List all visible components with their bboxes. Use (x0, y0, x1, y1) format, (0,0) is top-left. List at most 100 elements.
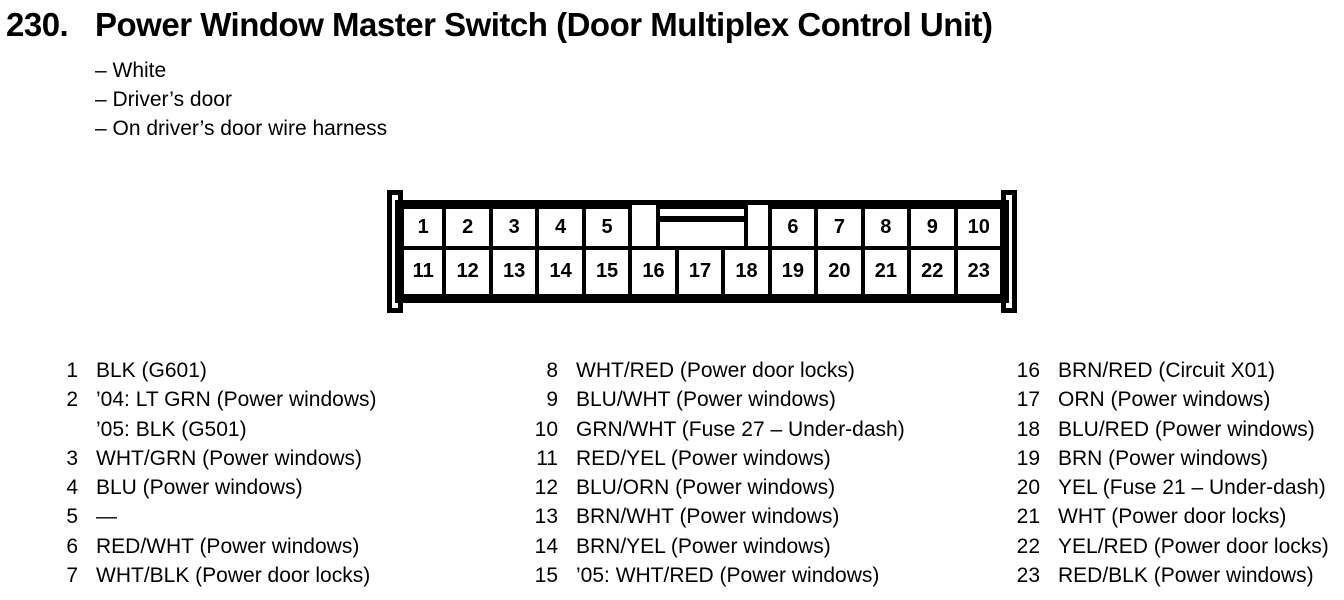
page-title: Power Window Master Switch (Door Multipl… (95, 6, 993, 43)
pin-row-7: 7 WHT/BLK (Power door locks) (48, 561, 376, 590)
pin-number: 3 (66, 446, 78, 470)
pin-row-14: 14 BRN/YEL (Power windows) (528, 532, 905, 561)
pin-wire-desc: WHT (Power door locks) (1058, 505, 1287, 529)
pin-wire-desc: WHT/RED (Power door locks) (576, 359, 855, 382)
pin-row-17: 17 ORN (Power windows) (1010, 385, 1329, 414)
pin-wire-desc: BLU/WHT (Power windows) (576, 388, 836, 412)
pin-cell-6: 6 (767, 205, 819, 250)
note-line: – On driver’s door wire harness (95, 117, 388, 140)
pin-cell-15: 15 (581, 245, 633, 298)
section-heading: 230. Power Window Master Switch (Door Mu… (6, 6, 993, 44)
pin-cell-18: 18 (721, 245, 772, 298)
pin-desc-block: WHT (Power door locks) (1058, 502, 1286, 531)
pin-desc-block: ’05: WHT/RED (Power windows) (576, 561, 879, 590)
pin-number: 20 (1016, 476, 1040, 500)
pin-desc-block: BRN/YEL (Power windows) (576, 532, 831, 561)
pin-row-3: 3 WHT/GRN (Power windows) (48, 444, 376, 473)
pin-desc-block: WHT/GRN (Power windows) (96, 444, 362, 473)
note-line: – Driver’s door (95, 88, 232, 111)
pin-wire-desc: BRN/RED (Circuit X01) (1058, 359, 1276, 382)
pin-wire-desc: GRN/WHT (Fuse 27 – Under-dash) (576, 417, 905, 441)
pin-row-20: 20 YEL (Fuse 21 – Under-dash) (1010, 473, 1329, 502)
pin-row-16: 16 BRN/RED (Circuit X01) (1010, 356, 1329, 385)
pin-cell-14: 14 (535, 245, 586, 298)
pin-wire-desc: — (96, 505, 117, 529)
pin-cell-2: 2 (442, 205, 493, 250)
pin-cell-7: 7 (814, 205, 865, 250)
pin-cell-23: 23 (953, 245, 1004, 298)
pin-row-15: 15’05: WHT/RED (Power windows) (528, 561, 905, 590)
pin-col-3: 16 BRN/RED (Circuit X01) 17 ORN (Power wind… (1010, 356, 1329, 590)
pin-row-6: 6 RED/WHT (Power windows) (48, 532, 376, 561)
pin-wire-desc: BRN (Power windows) (1058, 446, 1269, 470)
pin-number: 14 (534, 534, 558, 558)
pin-number: 1 (66, 359, 78, 382)
pin-wire-desc: WHT/BLK (Power door locks) (96, 564, 371, 588)
pin-cell-19: 19 (767, 245, 819, 298)
pin-wire-desc: YEL (Fuse 21 – Under-dash) (1058, 476, 1326, 500)
pin-row-10: 10 GRN/WHT (Fuse 27 – Under-dash) (528, 415, 905, 444)
pin-number: 10 (534, 417, 558, 441)
note-line: – White (95, 59, 167, 82)
pin-desc-block: ’04: LT GRN (Power windows) ’05: BLK (G50… (96, 385, 376, 444)
pin-desc-block: RED/WHT (Power windows) (96, 532, 359, 561)
pin-number: 7 (66, 564, 78, 588)
pin-cell-13: 13 (488, 245, 540, 298)
pin-number: 4 (66, 476, 78, 500)
pin-cell-4: 4 (535, 205, 586, 250)
pin-desc-block: WHT/RED (Power door locks) (576, 356, 855, 385)
pin-number: 21 (1016, 505, 1040, 529)
pin-number: 17 (1016, 388, 1040, 412)
pin-row-12: 12 BLU/ORN (Power windows) (528, 473, 905, 502)
pin-number: 19 (1016, 446, 1040, 470)
pin-number: 2 (66, 388, 78, 412)
pin-wire-desc: WHT/GRN (Power windows) (96, 446, 363, 470)
pin-cell-1: 1 (400, 205, 447, 250)
pin-cell-12: 12 (442, 245, 493, 298)
pin-cell-22: 22 (907, 245, 958, 298)
pin-wire-desc-alt: ’05: BLK (G501) (96, 417, 247, 441)
pin-cell-21: 21 (860, 245, 912, 298)
pin-desc-block: BLU/WHT (Power windows) (576, 385, 836, 414)
pin-wire-desc: ’04: LT GRN (Power windows) (96, 388, 377, 412)
pin-row-5: 5— (48, 502, 376, 531)
pin-cell-5: 5 (581, 205, 633, 250)
pin-wire-desc: BLU/RED (Power windows) (1058, 417, 1315, 441)
pin-desc-block: WHT/BLK (Power door locks) (96, 561, 370, 590)
pin-number: 5 (66, 505, 78, 529)
pin-cell-9: 9 (907, 205, 958, 250)
pin-desc-block: YEL (Fuse 21 – Under-dash) (1058, 473, 1326, 502)
pin-desc-block: GRN/WHT (Fuse 27 – Under-dash) (576, 415, 905, 444)
pin-wire-desc: BLK (G601) (96, 359, 207, 382)
pin-wire-desc: YEL/RED (Power door locks) (1058, 534, 1329, 558)
pin-wire-desc: ’05: WHT/RED (Power windows) (576, 564, 880, 588)
pin-wire-desc: BLU/ORN (Power windows) (576, 476, 836, 500)
connector-key-stripe (660, 216, 744, 222)
pin-number: 13 (534, 505, 558, 529)
pin-wire-desc: BRN/YEL (Power windows) (576, 534, 831, 558)
pin-number: 6 (66, 534, 78, 558)
pin-cell-3: 3 (488, 205, 540, 250)
notes: – White – Driver’s door – On driver’s door… (95, 56, 387, 143)
section-number: 230. (6, 6, 69, 43)
pin-cell-20: 20 (814, 245, 865, 298)
pin-row-21: 21 WHT (Power door locks) (1010, 502, 1329, 531)
pin-wire-desc: RED/WHT (Power windows) (96, 534, 360, 558)
pin-wire-desc: ORN (Power windows) (1058, 388, 1271, 412)
pin-cell-10: 10 (953, 205, 1004, 250)
pin-desc-block: RED/YEL (Power windows) (576, 444, 831, 473)
pin-desc-block: BRN (Power windows) (1058, 444, 1268, 473)
pin-number: 12 (534, 476, 558, 500)
pin-row-2: 2 ’04: LT GRN (Power windows) ’05: BLK (G5… (48, 385, 376, 444)
pin-desc-block: YEL/RED (Power door locks) (1058, 532, 1329, 561)
pin-number: 16 (1016, 359, 1040, 382)
